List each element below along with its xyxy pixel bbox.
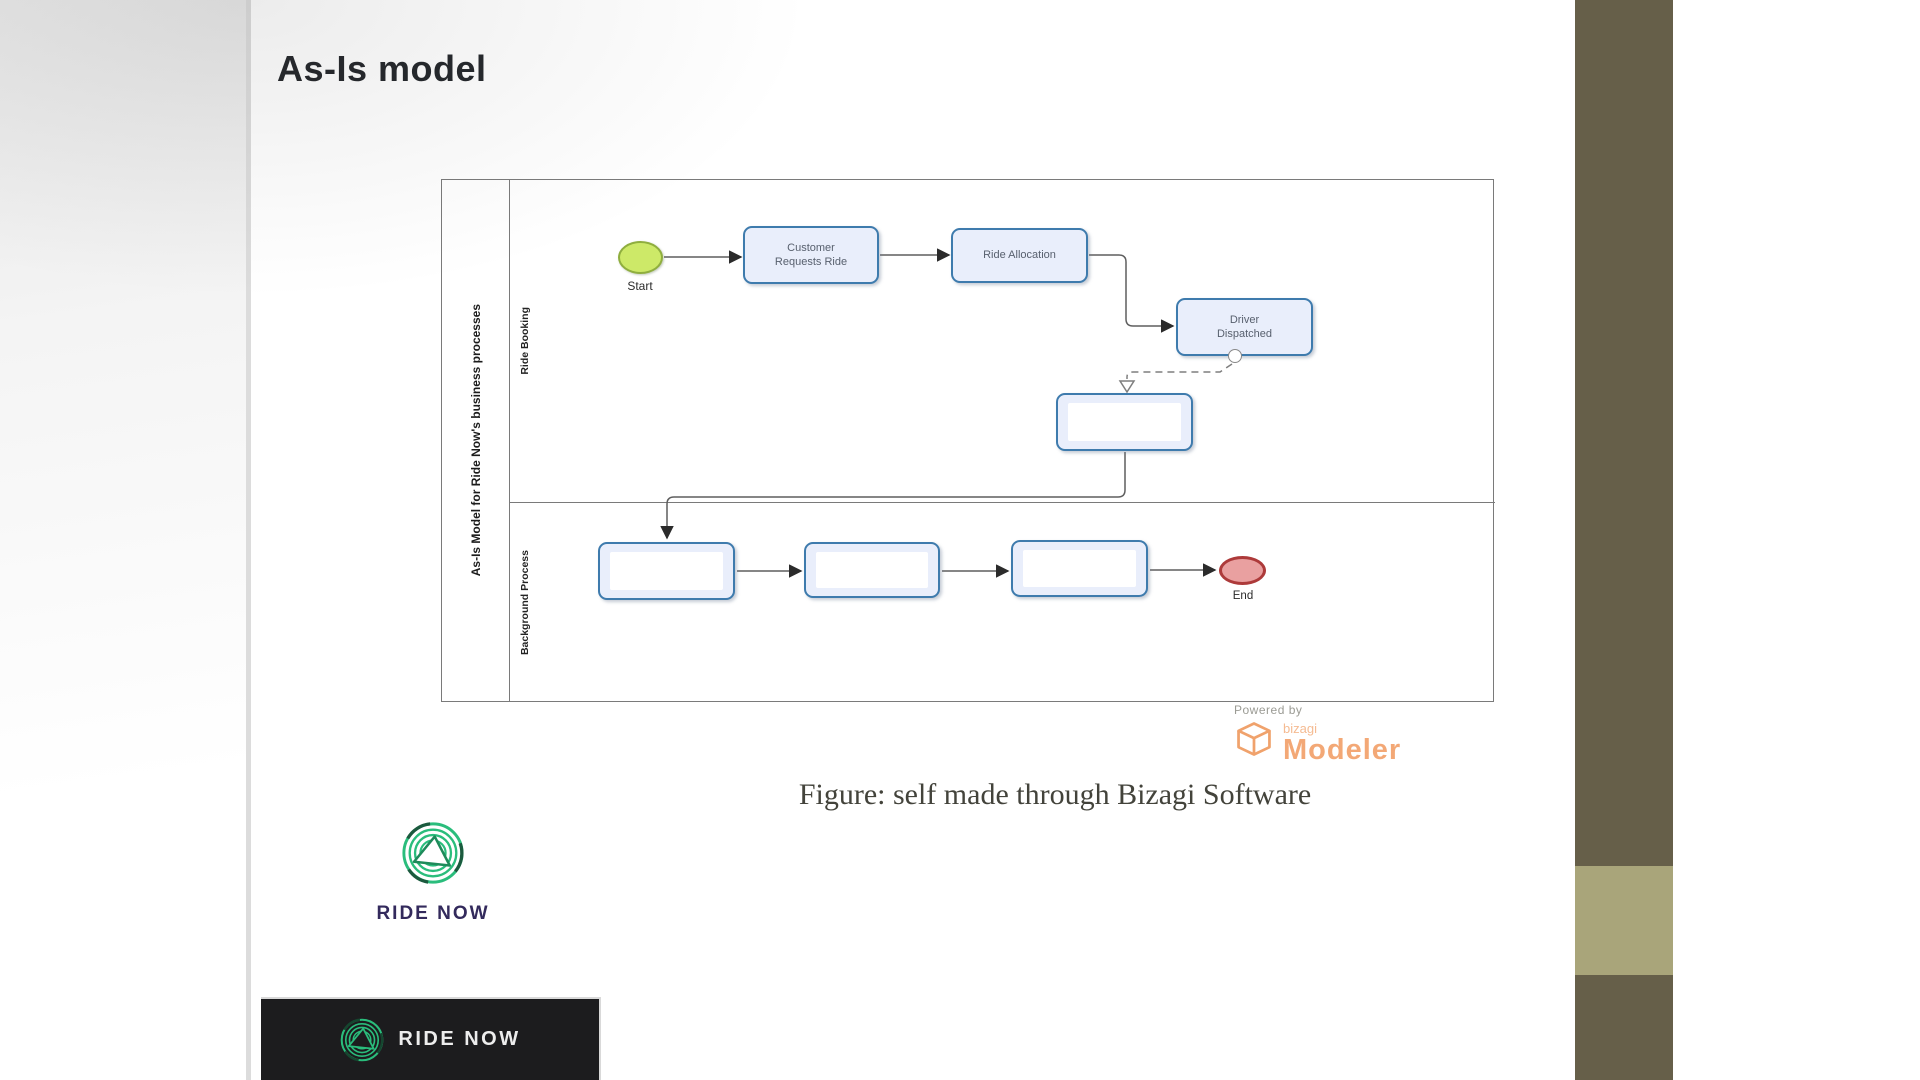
task-label: Ride Allocation bbox=[983, 249, 1056, 262]
task-label: Customer Requests Ride bbox=[774, 241, 848, 268]
lane-divider bbox=[510, 502, 1495, 503]
figure-caption: Figure: self made through Bizagi Softwar… bbox=[798, 778, 1312, 811]
start-event bbox=[618, 241, 663, 274]
task-empty-label-box bbox=[816, 552, 928, 588]
page-title: As-Is model bbox=[277, 48, 487, 89]
ride-now-logo-icon bbox=[402, 822, 464, 884]
boundary-event-circle bbox=[1228, 349, 1242, 363]
end-event bbox=[1219, 556, 1266, 585]
accent-band bbox=[1575, 0, 1673, 1080]
ride-now-wordmark: RIDE NOW bbox=[398, 1028, 521, 1050]
ride-now-logo: RIDE NOW bbox=[374, 820, 492, 925]
bizagi-brand-label: bizagi bbox=[1283, 721, 1317, 736]
task-empty-label-box bbox=[1023, 550, 1136, 587]
task-unnamed-middle bbox=[1056, 393, 1193, 451]
ride-now-logo-icon bbox=[341, 1018, 384, 1061]
pool-label: As-Is Model for Ride Now's business proc… bbox=[468, 304, 483, 577]
task-ride-allocation: Ride Allocation bbox=[951, 228, 1088, 283]
task-unnamed-bottom-1 bbox=[598, 542, 735, 600]
bizagi-watermark: Powered by bizagi Modeler bbox=[1234, 703, 1401, 765]
pool-label-column: As-Is Model for Ride Now's business proc… bbox=[442, 180, 510, 701]
slide-left-gradient bbox=[0, 0, 246, 1080]
lane-label: Background Process bbox=[519, 550, 531, 656]
lane-background-process: Background Process bbox=[513, 503, 537, 703]
end-event-label: End bbox=[1232, 590, 1254, 602]
modeler-product-label: Modeler bbox=[1283, 734, 1402, 766]
powered-by-label: Powered by bbox=[1234, 703, 1303, 717]
task-empty-label-box bbox=[1068, 403, 1181, 441]
lane-label: Ride Booking bbox=[519, 307, 531, 375]
task-unnamed-bottom-3 bbox=[1011, 540, 1148, 597]
task-customer-requests-ride: Customer Requests Ride bbox=[743, 226, 879, 284]
bizagi-cube-icon bbox=[1237, 722, 1271, 756]
bpmn-diagram: As-Is Model for Ride Now's business proc… bbox=[441, 179, 1495, 703]
task-label: Driver Dispatched bbox=[1216, 313, 1273, 340]
task-driver-dispatched: Driver Dispatched bbox=[1176, 298, 1313, 356]
footer-banner: RIDE NOW bbox=[261, 997, 601, 1080]
ride-now-wordmark: RIDE NOW bbox=[376, 903, 490, 924]
accent-band-light-block bbox=[1575, 866, 1673, 975]
start-event-label: Start bbox=[627, 279, 653, 293]
task-empty-label-box bbox=[610, 552, 723, 590]
slide-edge-line bbox=[246, 0, 251, 1080]
lane-ride-booking: Ride Booking bbox=[513, 180, 537, 502]
task-unnamed-bottom-2 bbox=[804, 542, 940, 598]
